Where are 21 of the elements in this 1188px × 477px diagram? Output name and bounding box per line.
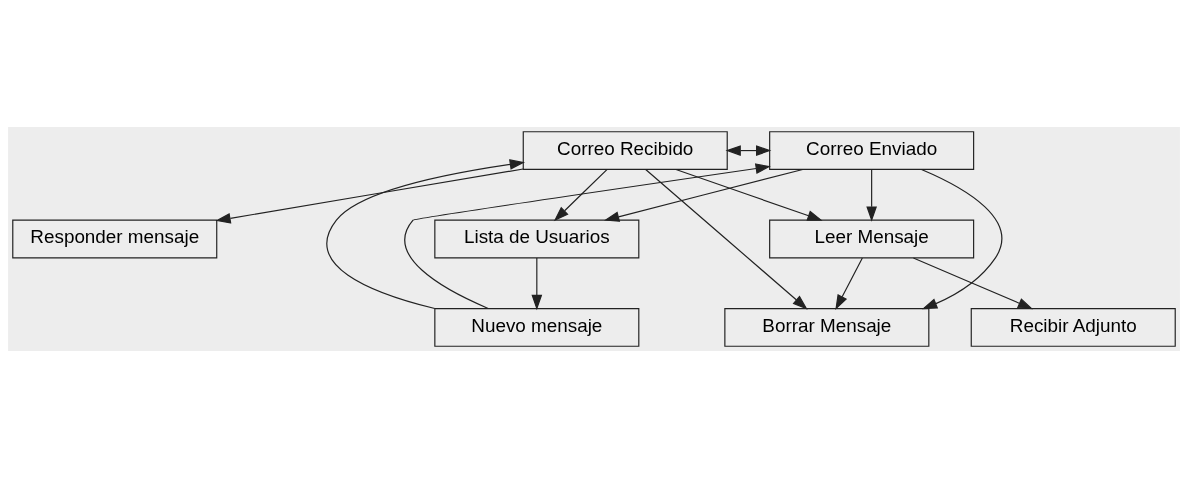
arrow bbox=[603, 168, 804, 222]
arrow bbox=[553, 168, 608, 221]
arrow bbox=[866, 168, 877, 222]
arrow bbox=[920, 168, 1003, 309]
node-box: Correo Enviado bbox=[769, 130, 975, 170]
arrow bbox=[725, 144, 772, 156]
node-box: Recibir Adjunto bbox=[970, 307, 1176, 347]
arrow bbox=[531, 256, 543, 310]
node-box: Borrar Mensaje bbox=[724, 307, 930, 347]
arrow bbox=[645, 168, 808, 310]
arrow bbox=[326, 158, 525, 309]
arrow bbox=[215, 167, 524, 224]
node-box: Leer Mensaje bbox=[769, 219, 975, 258]
arrow bbox=[835, 256, 863, 310]
node-box: Nuevo mensaje bbox=[434, 307, 640, 347]
node-box: Lista de Usuarios bbox=[434, 219, 640, 258]
arrow bbox=[675, 168, 823, 221]
node-box: Correo Recibido bbox=[522, 130, 728, 170]
arrow bbox=[912, 256, 1034, 309]
arrow bbox=[404, 162, 771, 309]
node-box: Responder mensaje bbox=[12, 219, 218, 258]
